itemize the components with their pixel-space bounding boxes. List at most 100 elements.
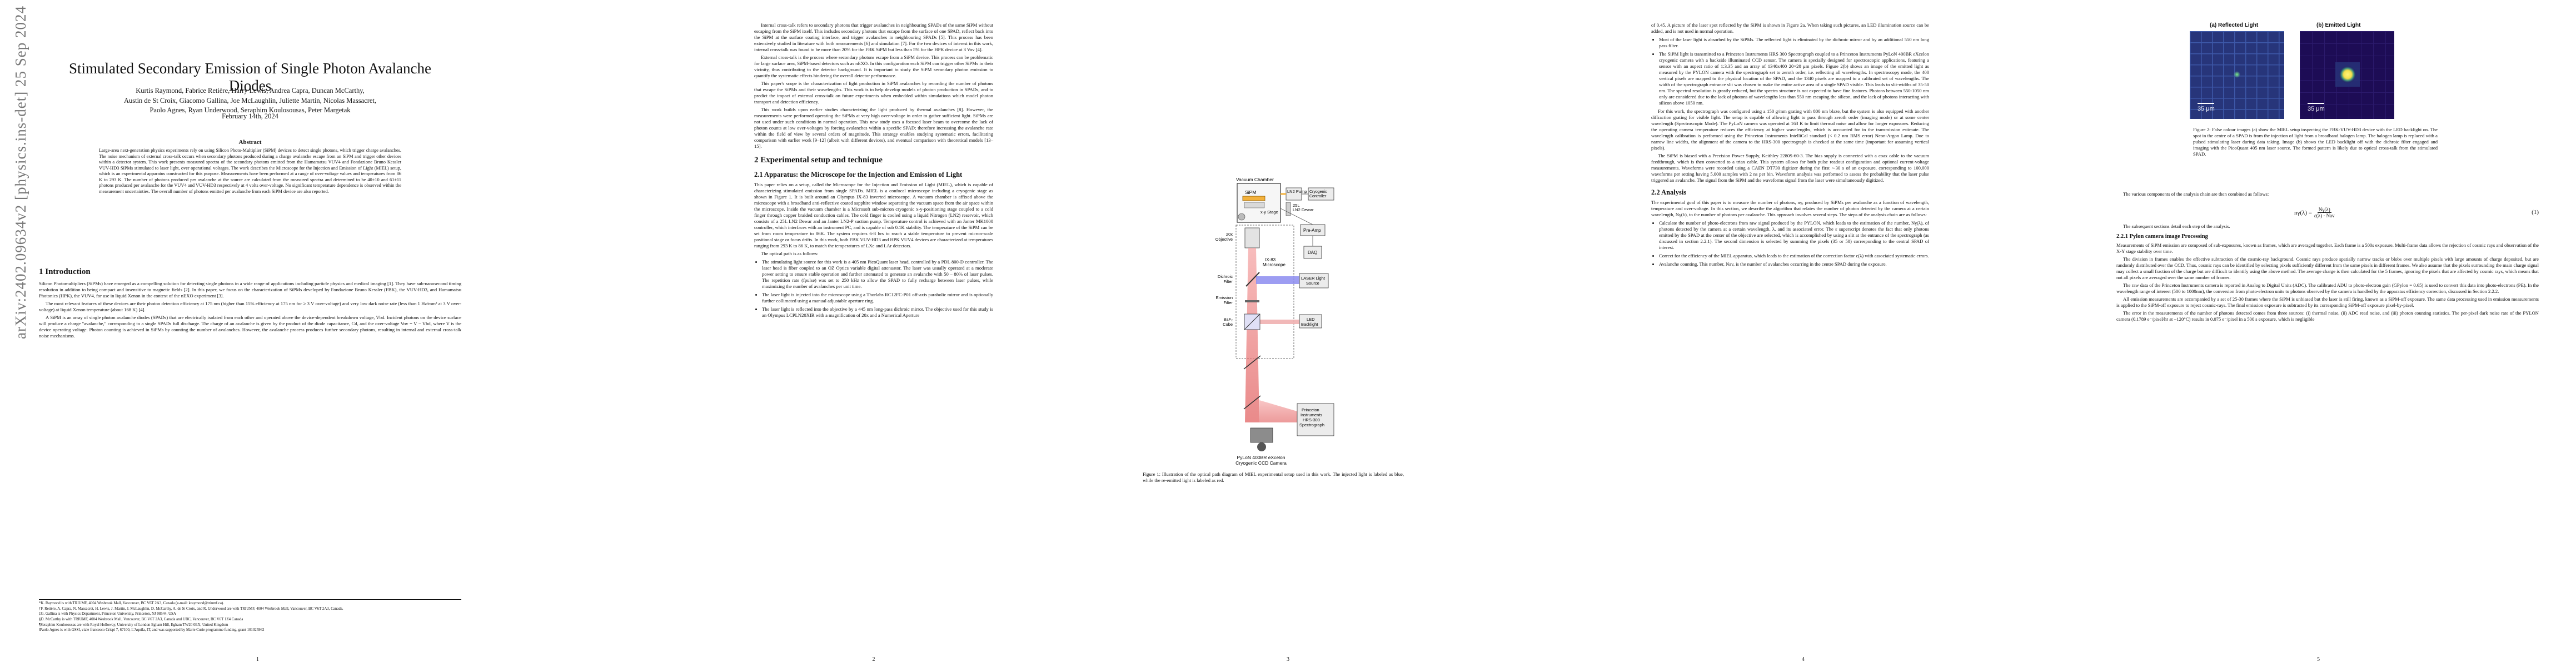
led-beam — [1256, 320, 1299, 324]
camera-label: PyLoN 400BR eXcelon — [1237, 455, 1285, 460]
footnote: †F. Retière, A. Capra, N. Massacret, H. … — [39, 606, 343, 611]
list-item: Most of the laser light is absorbed by t… — [1659, 37, 1929, 49]
laser-source-box — [1299, 273, 1329, 288]
abstract-text: Large-area next-generation physics exper… — [99, 148, 401, 194]
optical-path-diagram: Vacuum Chamber SiPM x-y Stage LN2 Pump C… — [1215, 177, 1334, 466]
footnote: ‖Paolo Agnes is with GSSI, viale frances… — [39, 628, 265, 633]
page-2-text: Internal cross-talk refers to secondary … — [754, 22, 993, 321]
spectrograph-label: Princeton — [1302, 407, 1319, 412]
panel-b-title: (b) Emitted Light — [2316, 22, 2361, 28]
led-label: LED — [1307, 317, 1315, 322]
paragraph: The various components of the analysis c… — [2123, 191, 2269, 197]
equation-number: (1) — [2532, 209, 2539, 216]
emitted-light-beam — [1245, 248, 1259, 422]
paragraph: This paper's scope is the characterizati… — [754, 81, 993, 104]
arxiv-identifier[interactable]: arXiv:2402.09634v2 [physics.ins-det] 25 … — [12, 6, 29, 339]
section-heading: 2 Experimental setup and technique — [754, 156, 883, 165]
paragraph: Silicon Photomultipliers (SiPMs) have em… — [39, 281, 461, 299]
subsection-heading: 2.1 Apparatus: the Microscope for the In… — [754, 171, 963, 179]
page-number: 3 — [1287, 656, 1289, 663]
panel-a-title: (a) Reflected Light — [2210, 22, 2259, 28]
footnotes: *K. Raymond is with TRIUMF, 4004 Wesbroo… — [39, 599, 461, 634]
objective-label: 20x — [1226, 232, 1233, 237]
page-5-text-b: The subsequent sections detail each step… — [2116, 223, 2539, 324]
paragraph: The experimental goal of this paper is t… — [1651, 200, 1929, 217]
paragraph: Measurements of SiPM emission are compos… — [2116, 242, 2539, 255]
dichroic-filter — [1245, 272, 1260, 287]
list-item: The stimulating light source for this wo… — [762, 259, 993, 290]
pressure-gauge-icon — [1238, 213, 1245, 221]
page-3: Vacuum Chamber SiPM x-y Stage LN2 Pump C… — [1030, 0, 1546, 667]
list-item: Calculate the number of photo-electrons … — [1659, 220, 1929, 251]
spectrograph-box — [1297, 403, 1334, 436]
paragraph: The division in frames enables the effec… — [2116, 256, 2539, 281]
emitted-light-beam — [1259, 400, 1297, 422]
spectrograph-label: Instruments — [1301, 412, 1322, 417]
laser-beam — [1256, 276, 1299, 284]
page-1: arXiv:2402.09634v2 [physics.ins-det] 25 … — [0, 0, 515, 667]
list-item: The laser light is injected into the mic… — [762, 292, 993, 304]
equation-numerator: Nγ(λ) — [2317, 207, 2331, 213]
baf2-cube-diagonal — [1244, 313, 1260, 330]
led-label: Backlight — [1301, 322, 1318, 327]
cryogenic-controller-label: Cryogenic — [1309, 190, 1327, 194]
author-line: Kurtis Raymond, Fabrice Retière, Harry L… — [136, 87, 365, 94]
figure-2-caption: Figure 2: False colour images (a) show t… — [2193, 127, 2438, 157]
spectrograph-label: Spectrograph — [1299, 422, 1324, 427]
dichroic-label: Dichroic — [1218, 274, 1233, 279]
baf2-label: Cube — [1223, 322, 1233, 327]
introduction-section: 1 Introduction Silicon Photomultipliers … — [39, 261, 461, 341]
author-list: Kurtis Raymond, Fabrice Retière, Harry L… — [67, 86, 434, 116]
ln2-pump-label: LN2 Pump — [1287, 189, 1307, 194]
footnote: ‡G. Gallina is with Physics Department, … — [39, 612, 176, 616]
spectrograph-label: HRS-300 — [1303, 417, 1320, 422]
page-5: (a) Reflected Light (b) Emitted Light 35… — [2061, 0, 2576, 667]
paragraph: The optical path is as follows: — [761, 251, 819, 257]
page-number: 2 — [872, 656, 875, 663]
microscope-label: Microscope — [1263, 262, 1285, 267]
footnote: ¶Seraphim Koulosousas are with Royal Hol… — [39, 623, 228, 627]
subsubsection-heading: 2.2.1 Pylon camera image Processing — [2116, 233, 2208, 240]
camera-fan-icon — [1257, 442, 1266, 451]
author-line: Paolo Agnes, Ryan Underwood, Seraphim Ko… — [150, 106, 351, 114]
page-number: 1 — [256, 656, 259, 663]
list-item: The laser light is reflected into the ob… — [762, 306, 993, 318]
laser-label: LASER Light — [1301, 276, 1326, 281]
signal-line — [1280, 208, 1313, 225]
emission-filter — [1245, 300, 1259, 302]
paragraph: The subsequent sections detail each step… — [2123, 223, 2230, 229]
dichroic-label: Filter — [1223, 279, 1233, 284]
page-5-text-a: The various components of the analysis c… — [2116, 191, 2539, 199]
cryogenic-controller-label: Controller — [1309, 195, 1327, 198]
paragraph: This work builds upon earlier studies ch… — [754, 107, 993, 149]
footnote: §D. McCarthy is with TRIUMF, 4004 Wesbro… — [39, 617, 243, 621]
laser-spot — [2234, 71, 2240, 78]
baf2-label: BaF₂ — [1223, 317, 1233, 322]
paper-title: Stimulated Secondary Emission of Single … — [69, 60, 431, 94]
mirror — [1243, 355, 1261, 370]
objective-label: Objective — [1215, 237, 1233, 242]
vacuum-chamber-label: Vacuum Chamber — [1236, 177, 1274, 182]
page-number: 4 — [1802, 656, 1805, 663]
paragraph: Internal cross-talk refers to secondary … — [754, 22, 993, 52]
analysis-steps-list: Calculate the number of photo-electrons … — [1651, 220, 1929, 267]
mirror — [1243, 395, 1261, 410]
sipm-block — [1242, 196, 1265, 201]
paragraph: All emission measurements are accompanie… — [2116, 296, 2539, 308]
paper-date: February 14th, 2024 — [222, 112, 278, 120]
figure-1-caption: Figure 1: Illustration of the optical pa… — [1143, 471, 1404, 483]
paragraph: The most relevant features of these devi… — [39, 301, 461, 313]
dewar-label: LN2 Dewar — [1293, 207, 1314, 212]
page-4: of 0.45. A picture of the laser spot ref… — [1546, 0, 2061, 667]
paragraph: A SiPM is an array of single photon aval… — [39, 315, 461, 339]
page-number: 5 — [2317, 656, 2320, 663]
ccd-camera-icon — [1250, 427, 1273, 443]
daq-label: DAQ — [1308, 250, 1317, 255]
microscope-body — [1235, 225, 1294, 359]
paragraph: The SiPM is biased with a Precision Powe… — [1651, 153, 1929, 183]
xy-stage-block — [1244, 202, 1265, 208]
author-line: Austin de St Croix, Giacomo Gallina, Joe… — [123, 96, 377, 104]
paragraph: The raw data of the Princeton Instrument… — [2116, 282, 2539, 295]
preamp-label: Pre-Amp — [1303, 228, 1321, 233]
equation-1: nγ(λ) = Nγ(λ) ε(λ) · Nav (1) — [2116, 203, 2539, 220]
